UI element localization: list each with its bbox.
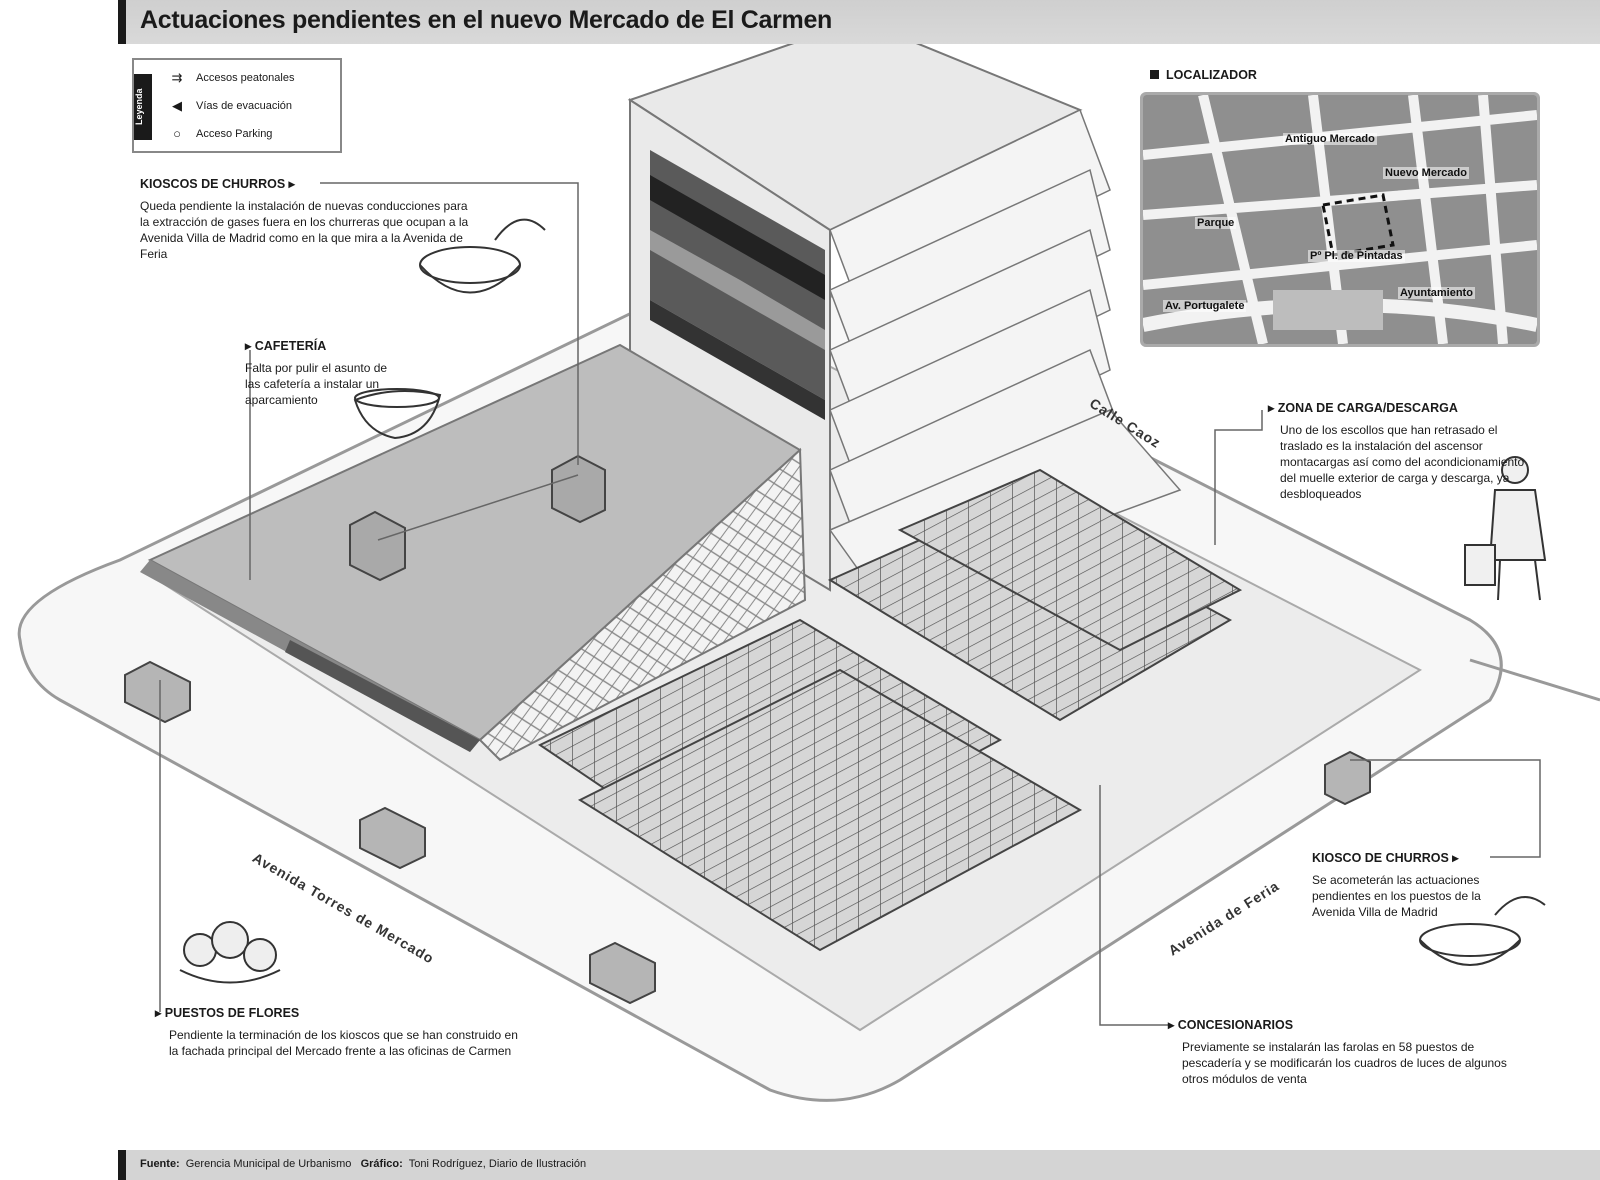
coffee-cup-icon — [353, 388, 442, 440]
title-bar: Actuaciones pendientes en el nuevo Merca… — [118, 0, 1600, 44]
callout-text: Queda pendiente la instalación de nuevas… — [140, 199, 469, 261]
churros-bowl-icon-2 — [1419, 896, 1546, 966]
legend-label: Acceso Parking — [196, 127, 273, 140]
legend-label: Vías de evacuación — [196, 100, 293, 112]
flowers-icon — [179, 921, 281, 984]
leader-lines — [159, 182, 1541, 1026]
callout-text: Previamente se instalarán las farolas en… — [1182, 1040, 1507, 1086]
callout-heading: Kiosco de churros ▸ — [1312, 851, 1459, 865]
arrows-icon: ⇉ — [171, 70, 183, 85]
legend-item-pedestrian: ⇉ Accesos peatonales — [168, 70, 295, 86]
roof-boxes — [349, 454, 606, 582]
callout-text: Se acometerán las actuaciones pendientes… — [1312, 873, 1481, 919]
source-label: Fuente: — [140, 1158, 180, 1170]
churros-bowl-icon — [419, 218, 546, 294]
callout-text: Falta por pulir el asunto de las cafeter… — [245, 361, 388, 407]
lattice-facade — [478, 447, 807, 762]
callout-carga-descarga: ▸ Zona de carga/descarga Uno de los esco… — [1268, 400, 1538, 502]
callout-puestos-flores: ▸ Puestos de flores Pendiente la termina… — [155, 1005, 530, 1059]
callout-kiosco-churros: Kiosco de churros ▸ Se acometerán las ac… — [1312, 850, 1522, 920]
callout-heading: ▸ Cafetería — [245, 339, 327, 353]
legend-label: Accesos peatonales — [196, 72, 295, 84]
callout-heading: Kioscos de churros ▸ — [140, 177, 295, 191]
map-label: Antiguo Mercado — [1283, 133, 1377, 145]
map-label: Pº Pl. de Pintadas — [1308, 250, 1405, 262]
legend-item-evacuation: ◀ Vías de evacuación — [168, 98, 292, 114]
callout-concesionarios: ▸ Concesionarios Previamente se instalar… — [1168, 1017, 1518, 1087]
source-text: Gerencia Municipal de Urbanismo — [185, 1158, 352, 1170]
map-label: Ayuntamiento — [1398, 287, 1475, 299]
footer-bar: Fuente: Gerencia Municipal de Urbanismo G… — [118, 1150, 1600, 1180]
graphic-text: Toni Rodríguez, Diario de Ilustración — [408, 1158, 587, 1170]
triangle-left-icon: ◀ — [172, 98, 182, 113]
circle-icon: ○ — [173, 126, 181, 141]
map-label: Parque — [1195, 217, 1237, 229]
sidewalk-kiosks — [124, 660, 1371, 1005]
callout-cafeteria: ▸ Cafetería Falta por pulir el asunto de… — [245, 338, 405, 408]
callout-heading: ▸ Puestos de flores — [155, 1006, 300, 1020]
worker-icon — [1464, 456, 1547, 601]
stall-rows — [537, 468, 1243, 952]
callout-text: Pendiente la terminación de los kioscos … — [169, 1028, 518, 1058]
locator-heading: Localizador — [1150, 68, 1257, 82]
callout-heading: ▸ Zona de carga/descarga — [1268, 401, 1458, 415]
page-title: Actuaciones pendientes en el nuevo Merca… — [140, 6, 833, 34]
map-label: Av. Portugalete — [1163, 300, 1247, 312]
legend-item-parking: ○ Acceso Parking — [168, 126, 272, 141]
graphic-label: Gráfico: — [360, 1158, 403, 1170]
legend-box: Leyenda ⇉ Accesos peatonales ◀ Vías de e… — [132, 58, 342, 153]
legend-tag: Leyenda — [134, 74, 152, 140]
locator-map: Antiguo Mercado Nuevo Mercado Parque Pº … — [1140, 92, 1540, 347]
callout-heading: ▸ Concesionarios — [1168, 1018, 1294, 1032]
map-label: Nuevo Mercado — [1383, 167, 1469, 179]
tower — [627, 18, 1182, 601]
callout-kioscos-churros: Kioscos de churros ▸ Queda pendiente la … — [140, 176, 480, 262]
callout-text: Uno de los escollos que han retrasado el… — [1280, 423, 1525, 501]
